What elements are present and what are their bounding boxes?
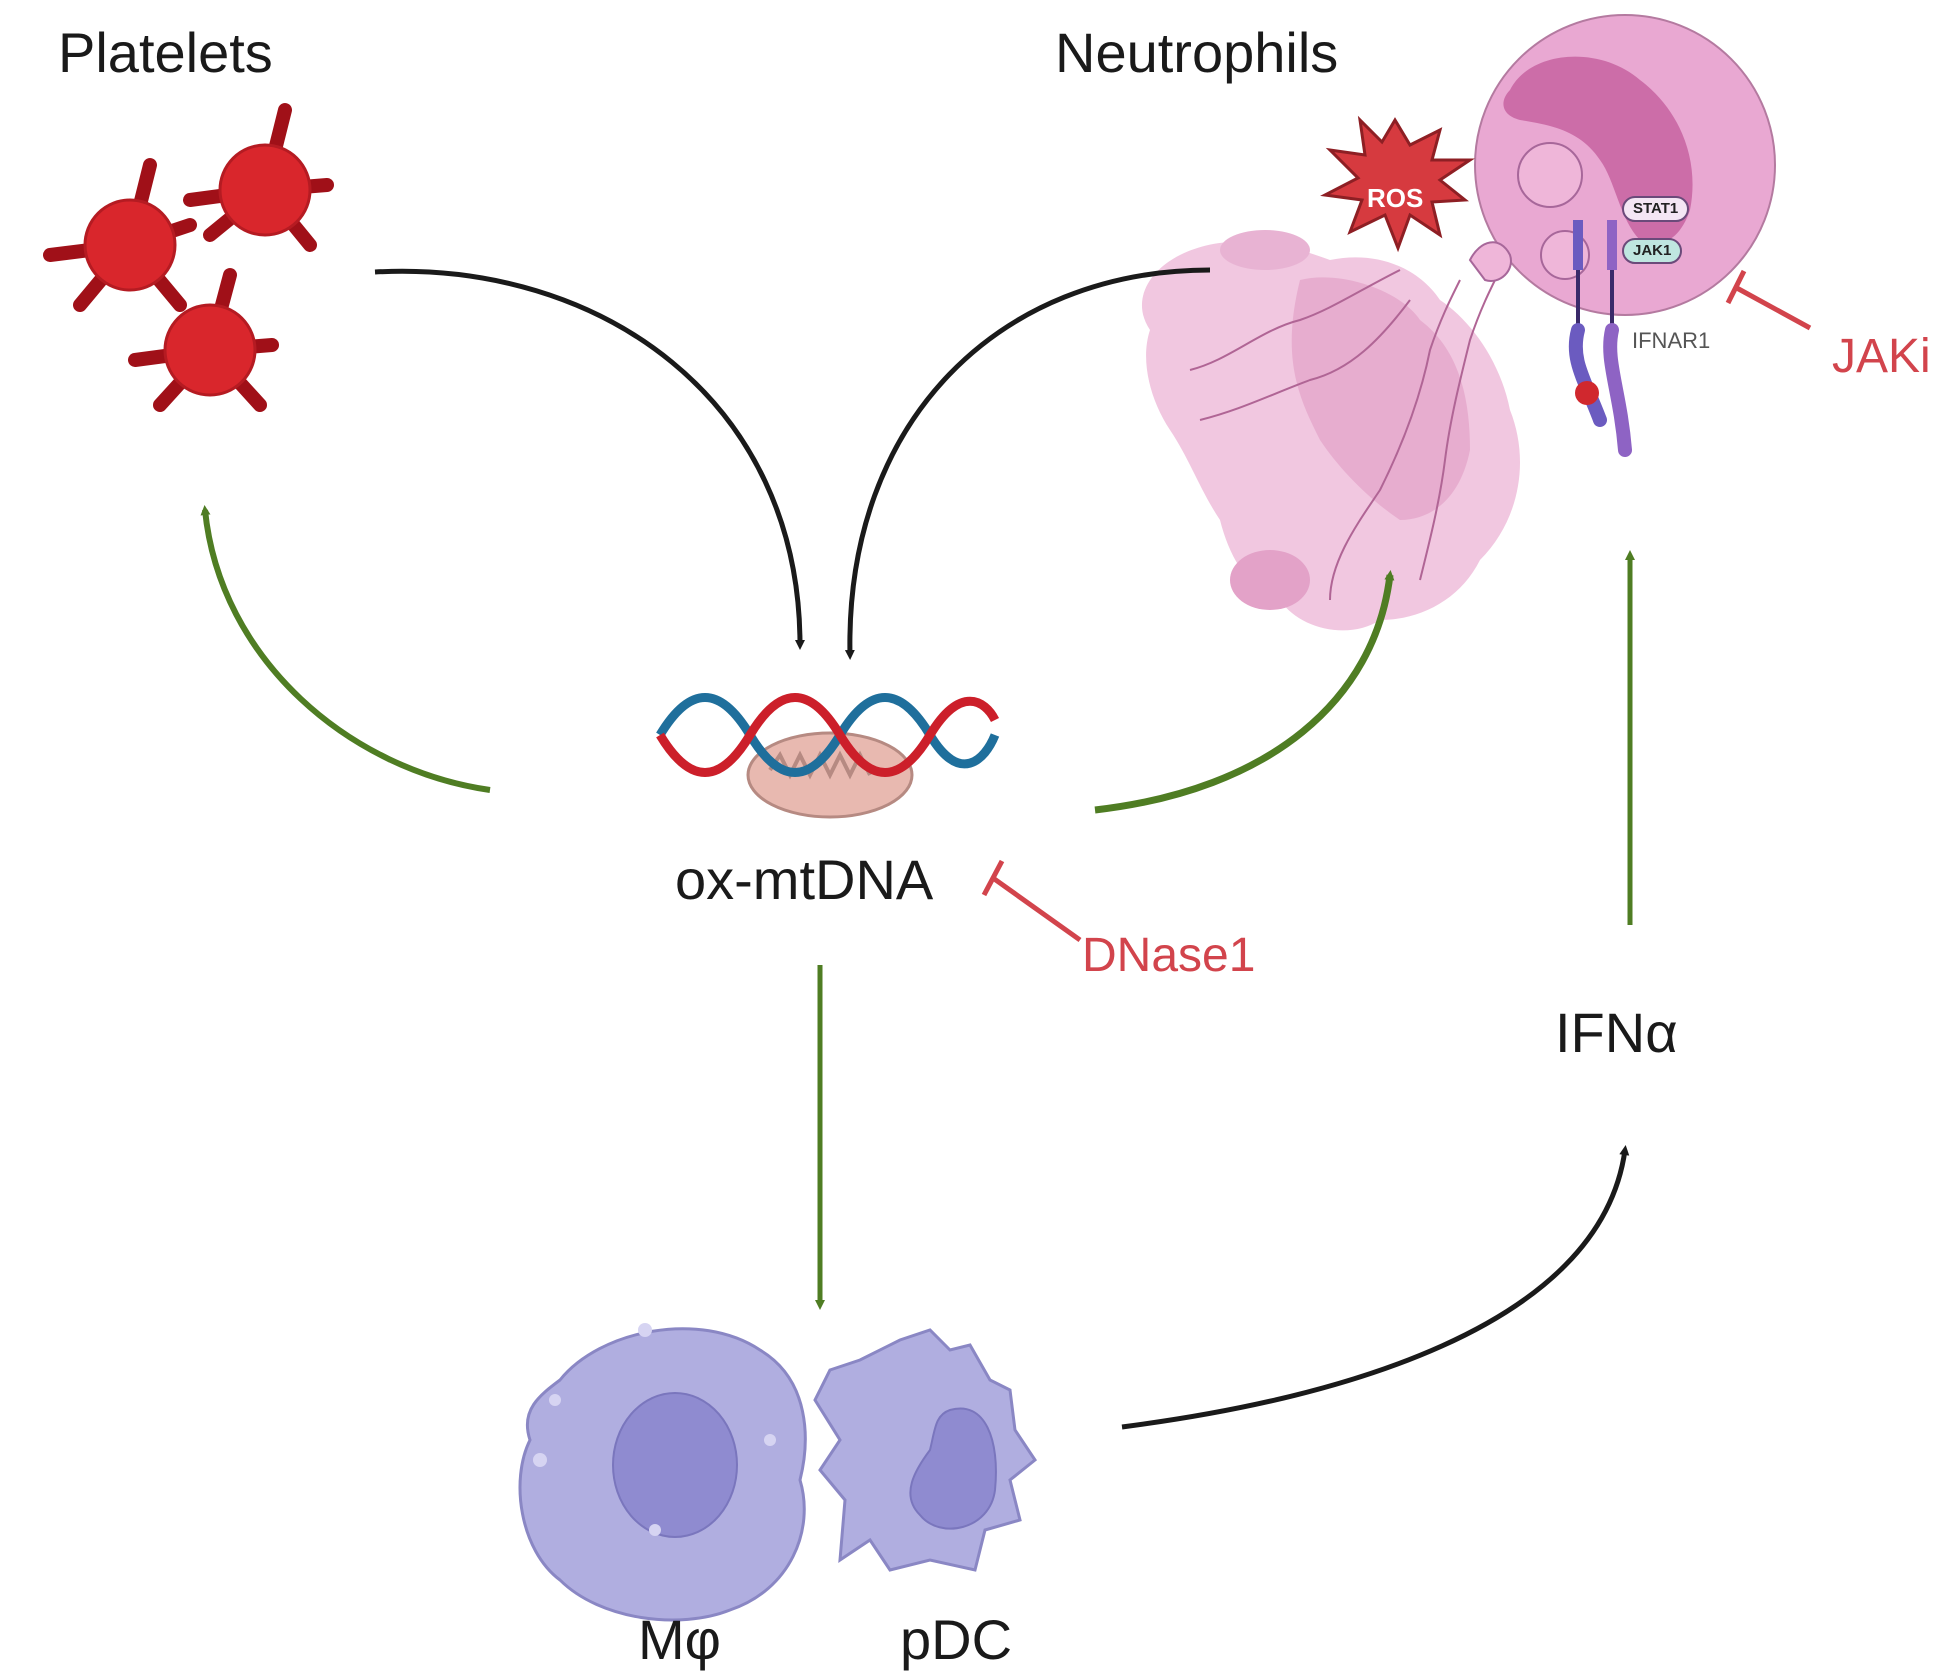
- dnase1-inhibition-line: [981, 859, 1082, 943]
- neutrophil-net-cloud: [1141, 230, 1520, 631]
- platelet-icon: [43, 158, 197, 312]
- platelet-icon: [183, 103, 334, 252]
- pdc-label: pDC: [900, 1608, 1013, 1671]
- ros-label: ROS: [1367, 183, 1424, 213]
- arrow-neutrophils-to-oxmtdna: [844, 267, 1211, 660]
- ifnar1-label: IFNAR1: [1632, 328, 1711, 353]
- arrow-oxmtdna-to-platelets: [200, 505, 491, 793]
- platelets-cluster: [43, 103, 334, 412]
- platelets-label: Platelets: [58, 21, 273, 84]
- neutrophils-label: Neutrophils: [1055, 21, 1339, 84]
- macrophage-label: Mφ: [638, 1608, 721, 1671]
- arrow-platelets-to-oxmtdna: [374, 268, 805, 650]
- ros-burst: [1320, 115, 1475, 253]
- dnase1-label: DNase1: [1082, 929, 1256, 982]
- ifna-label: IFNα: [1555, 1001, 1678, 1064]
- jaki-label: JAKi: [1832, 330, 1931, 383]
- platelet-icon: [128, 268, 279, 412]
- jaki-inhibition-line: [1725, 269, 1812, 331]
- arrow-immune-cells-to-ifna: [1121, 1145, 1630, 1430]
- jak1-badge: JAK1: [1622, 238, 1683, 264]
- pdc-cell: [813, 1328, 1038, 1572]
- ox-mtdna-label: ox-mtDNA: [675, 848, 934, 911]
- arrow-oxmtdna-to-neutrophils: [1094, 570, 1395, 814]
- neutrophil-cell: [1468, 14, 1776, 316]
- ox-mtdna-icon: [656, 693, 1000, 819]
- macrophage-cell: [518, 1323, 807, 1622]
- ifnar1-receptor: [1568, 220, 1632, 457]
- stat1-badge: STAT1: [1622, 196, 1690, 222]
